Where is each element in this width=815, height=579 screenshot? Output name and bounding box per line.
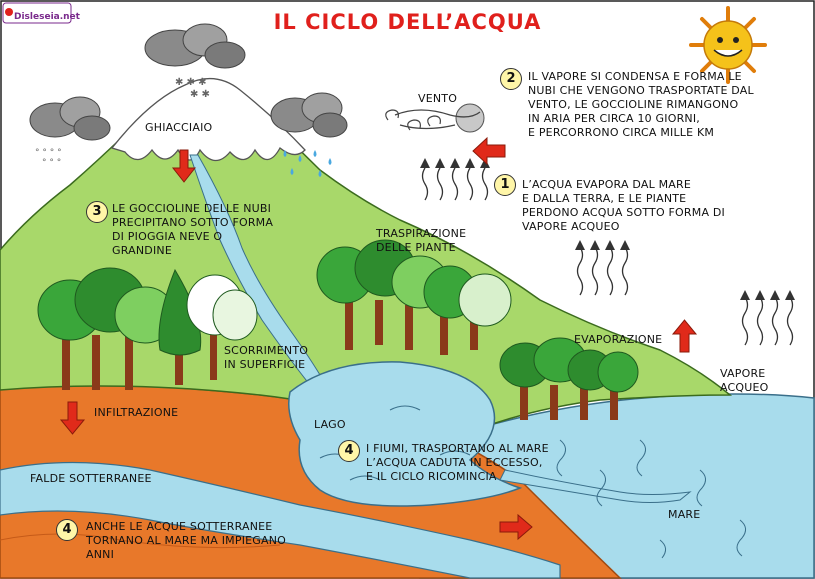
- label-lago: LAGO: [314, 418, 346, 431]
- label-ghiacciaio: GHIACCIAIO: [145, 121, 213, 134]
- vapor-arrowheads-1: [420, 158, 490, 168]
- step-2-text: IL VAPORE SI CONDENSA E FORMA LE NUBI CH…: [528, 70, 754, 139]
- cloud-top: ✱ ✱ ✱ ✱ ✱: [144, 23, 246, 100]
- label-scorrimento: SCORRIMENTO IN SUPERFICIE: [224, 344, 309, 371]
- svg-text:° ° °: ° ° °: [42, 158, 61, 168]
- vapor-arrows-2: [576, 246, 629, 296]
- cloud-right: [270, 92, 348, 177]
- label-vento: VENTO: [418, 92, 458, 105]
- sea-waves: [556, 439, 746, 559]
- page-title: IL CICLO DELL’ACQUA: [273, 10, 542, 34]
- badge-step-4a: 4: [338, 440, 360, 462]
- badge-step-1: 1: [494, 174, 516, 196]
- vapor-arrows-3: [741, 296, 794, 346]
- logo-text: Disleseia.net: [14, 12, 80, 22]
- trees-right: [499, 337, 639, 420]
- label-mare: MARE: [668, 508, 701, 521]
- logo: Disleseia.net: [2, 2, 80, 24]
- label-traspirazione: TRASPIRAZIONE DELLE PIANTE: [376, 227, 467, 254]
- trees-left: [37, 267, 258, 390]
- svg-text:✱ ✱: ✱ ✱: [190, 89, 210, 100]
- step-4b-text: ANCHE LE ACQUE SOTTERRANEE TORNANO AL MA…: [86, 520, 287, 561]
- lake: [288, 361, 523, 507]
- vapor-arrows-1: [421, 167, 489, 201]
- wind-icon: [385, 103, 485, 133]
- badge-step-4b: 4: [56, 519, 78, 541]
- groundwater: [0, 461, 561, 579]
- vapor-arrowheads-3: [740, 290, 795, 300]
- label-infiltrazione: INFILTRAZIONE: [94, 406, 179, 419]
- badge-step-2: 2: [500, 68, 522, 90]
- lake-ripple: [349, 475, 381, 481]
- label-evaporazione: EVAPORAZIONE: [574, 333, 663, 346]
- cloud-left: ° ° ° ° ° ° °: [29, 96, 111, 168]
- badge-step-3: 3: [86, 201, 108, 223]
- step-4a-text: I FIUMI, TRASPORTANO AL MARE L’ACQUA CAD…: [366, 442, 549, 483]
- lake-ripple: [439, 450, 471, 456]
- svg-text:° ° ° °: ° ° ° °: [35, 148, 62, 158]
- outflow-river: [499, 469, 692, 503]
- glacier-snow: [110, 78, 306, 162]
- step-1-text: L’ACQUA EVAPORA DAL MARE E DALLA TERRA, …: [522, 178, 725, 233]
- logo-graphic: [2, 2, 72, 24]
- svg-text:✱ ✱ ✱: ✱ ✱ ✱: [175, 77, 207, 88]
- lake-ripple: [389, 405, 421, 411]
- label-falde: FALDE SOTTERRANEE: [30, 472, 152, 485]
- soil-line: [0, 533, 281, 549]
- sun-icon: [689, 6, 767, 84]
- trees-middle: [316, 239, 512, 355]
- red-arrows: [59, 136, 698, 541]
- vapor-arrowheads-2: [575, 240, 630, 250]
- step-3-text: LE GOCCIOLINE DELLE NUBI PRECIPITANO SOT…: [112, 202, 274, 257]
- label-vapore-acqueo: VAPORE ACQUEO: [720, 367, 769, 394]
